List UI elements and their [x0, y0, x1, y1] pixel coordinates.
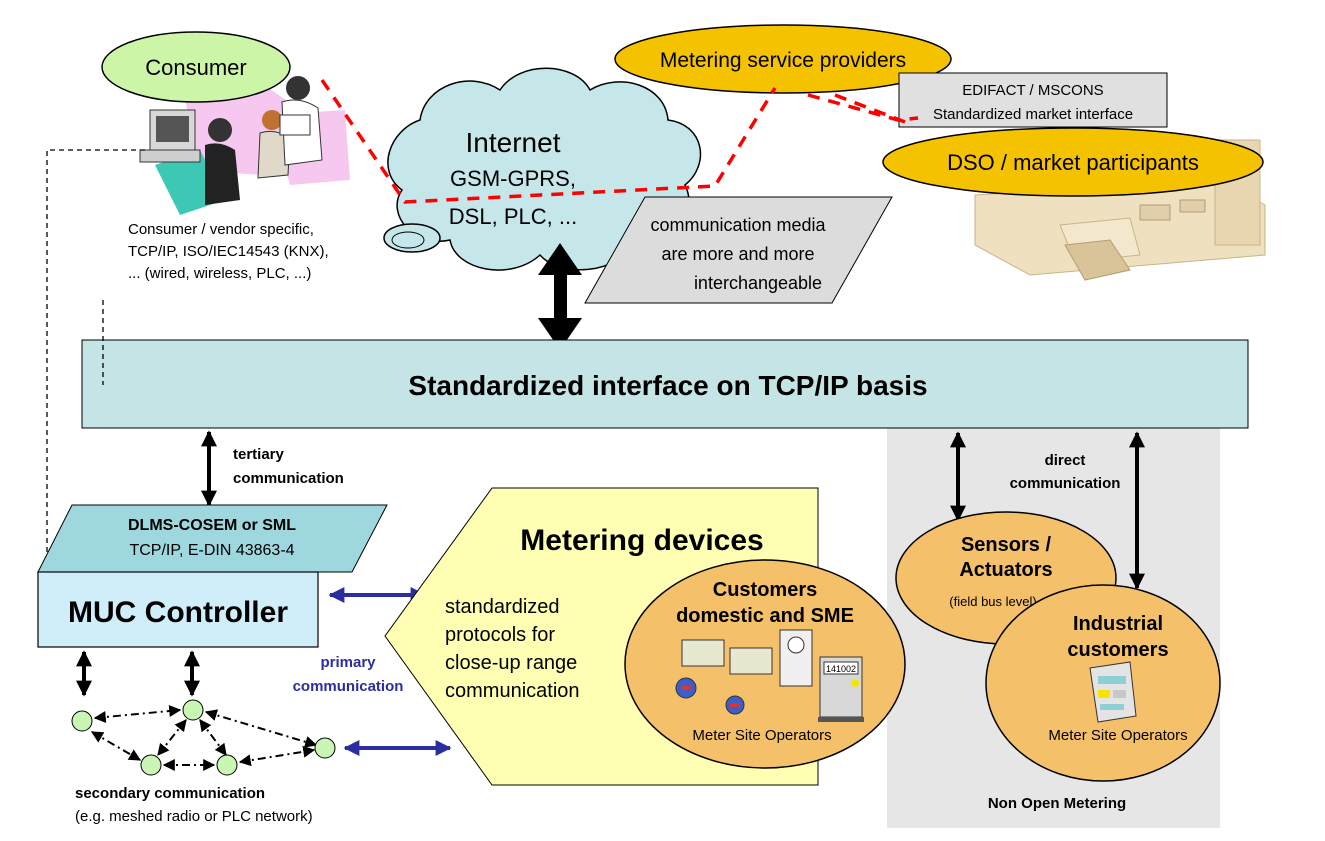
non-open-metering-label: Non Open Metering: [988, 795, 1126, 812]
media-note-line-3: interchangeable: [694, 273, 822, 293]
standardized-interface-bar: [81, 339, 1249, 429]
tertiary-line-1: tertiary: [233, 446, 285, 463]
dso-label: DSO / market participants: [947, 150, 1199, 175]
red-dashed-links: [320, 79, 919, 204]
direct-line-1: direct: [1045, 452, 1086, 469]
edifact-line-1: EDIFACT / MSCONS: [962, 82, 1103, 99]
industrial-meter-image: [1089, 661, 1137, 723]
meter-display-text: 141002: [826, 664, 856, 674]
media-note-line-2: are more and more: [661, 244, 814, 264]
mesh-network-links: [90, 705, 318, 771]
customers-domestic-line-2: domestic and SME: [676, 605, 854, 627]
sensors-line-1: Sensors /: [961, 534, 1051, 556]
industrial-line-2: customers: [1067, 639, 1168, 661]
edifact-box: [898, 72, 1168, 128]
consumer-protocol-line-1: Consumer / vendor specific,: [128, 221, 314, 238]
standardized-interface-label: Standardized interface on TCP/IP basis: [408, 370, 927, 401]
internet-line-3: DSL, PLC, ...: [449, 204, 577, 229]
metering-protocol-line-3: close-up range: [445, 652, 577, 674]
metering-protocol-line-2: protocols for: [445, 624, 555, 646]
sensors-line-2: Actuators: [959, 559, 1052, 581]
mesh-node: [314, 737, 336, 759]
metering-protocol-line-4: communication: [445, 680, 580, 702]
mesh-node: [140, 754, 162, 776]
sensors-line-3: (field bus level): [949, 594, 1036, 609]
domestic-meters-image: 141002: [675, 629, 864, 722]
primary-line-2: communication: [293, 678, 404, 695]
media-note-line-1: communication media: [650, 215, 826, 235]
metering-service-providers-oval: [614, 24, 952, 94]
consumer-label: Consumer: [145, 55, 246, 80]
direct-line-2: communication: [1010, 475, 1121, 492]
industrial-operators: Meter Site Operators: [1048, 727, 1187, 744]
industrial-line-1: Industrial: [1073, 613, 1163, 635]
edifact-line-2: Standardized market interface: [933, 106, 1133, 123]
muc-controller-label: MUC Controller: [68, 596, 288, 629]
secondary-line-1: secondary communication: [75, 785, 265, 802]
internet-line-2: GSM-GPRS,: [450, 166, 576, 191]
consumer-oval: [101, 31, 291, 103]
dlms-line-2: TCP/IP, E-DIN 43863-4: [129, 542, 294, 559]
consumer-protocol-line-2: TCP/IP, ISO/IEC14543 (KNX),: [128, 243, 329, 260]
secondary-line-2: (e.g. meshed radio or PLC network): [75, 808, 313, 825]
customers-domestic-operators: Meter Site Operators: [692, 727, 831, 744]
internet-title: Internet: [466, 127, 561, 158]
consumer-protocol-line-3: ... (wired, wireless, PLC, ...): [128, 265, 311, 282]
muc-controller-box: [37, 571, 319, 648]
media-note-shape: [584, 196, 893, 304]
internet-cloud: [383, 67, 702, 271]
dso-oval: [882, 127, 1264, 197]
consumer-muc-dashed-line: [46, 149, 145, 572]
metering-devices-title: Metering devices: [520, 524, 763, 557]
metering-service-providers-label: Metering service providers: [660, 49, 906, 72]
dso-building-image: [974, 139, 1266, 281]
dlms-box: [37, 504, 388, 573]
mesh-node: [71, 710, 93, 732]
mesh-node: [182, 699, 204, 721]
tertiary-line-2: communication: [233, 470, 344, 487]
dlms-line-1: DLMS-COSEM or SML: [128, 517, 296, 534]
mesh-node: [216, 754, 238, 776]
metering-protocol-line-1: standardized: [445, 596, 560, 618]
primary-line-1: primary: [320, 654, 376, 671]
customers-domestic-line-1: Customers: [713, 579, 817, 601]
internet-interface-arrow: [538, 243, 582, 350]
